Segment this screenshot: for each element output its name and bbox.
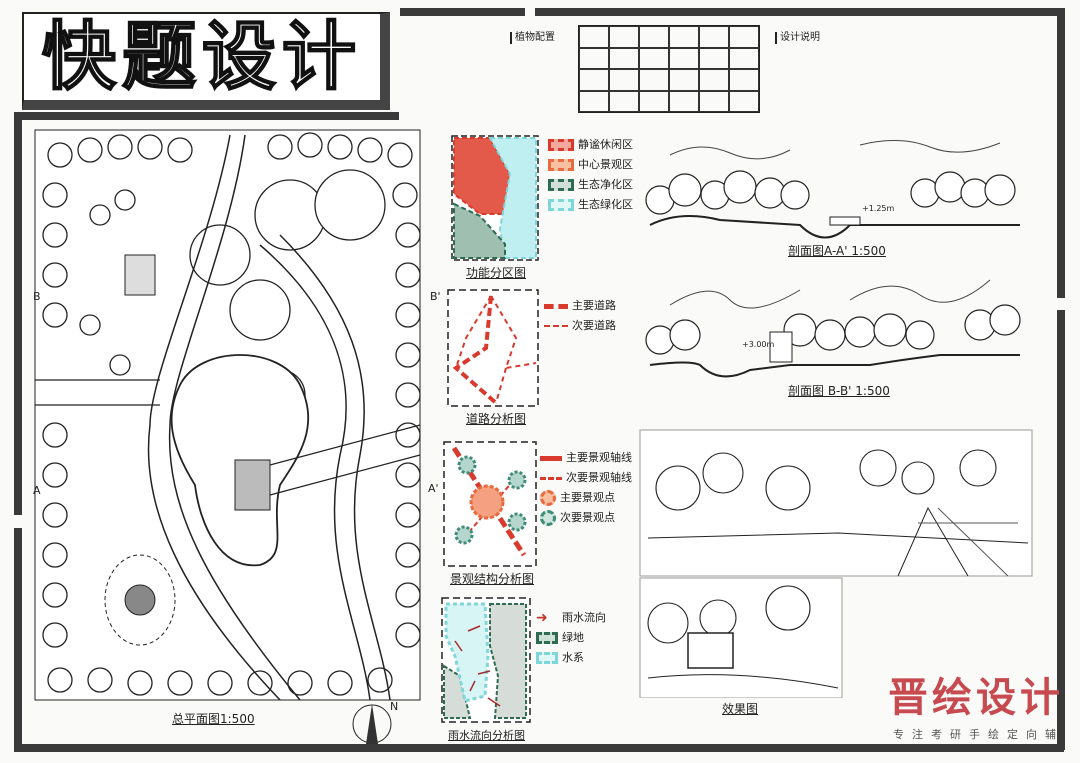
function-zoning-legend: 静谧休闲区 中心景观区 生态净化区 生态绿化区 — [548, 135, 633, 215]
legend-label: 静谧休闲区 — [578, 138, 633, 152]
landscape-structure-legend: 主要景观轴线 次要景观轴线 主要景观点 次要景观点 — [540, 448, 632, 528]
watermark-slogan: 专注考研手绘定向辅 — [893, 728, 1064, 741]
section-a-caption: 剖面图A-A' 1:500 — [788, 244, 886, 258]
road-analysis-legend: 主要道路 次要道路 — [544, 296, 616, 336]
design-notes-label: 设计说明 — [775, 32, 820, 44]
primary-node-swatch — [540, 490, 556, 506]
legend-item: 生态绿化区 — [548, 195, 633, 215]
legend-item: 绿地 — [536, 628, 606, 648]
legend-item: 次要景观轴线 — [540, 468, 632, 488]
watermark-brand: 晋绘设计 — [888, 675, 1064, 721]
section-a-elevation: +1.25m — [862, 204, 895, 213]
legend-label: 生态净化区 — [578, 178, 633, 192]
legend-swatch — [548, 199, 574, 211]
legend-label: 生态绿化区 — [578, 198, 633, 212]
sheet-title: 快题设计 — [22, 12, 390, 110]
legend-label: 主要景观点 — [560, 491, 615, 505]
legend-swatch — [548, 179, 574, 191]
legend-item: 主要景观轴线 — [540, 448, 632, 468]
frame-right — [1057, 8, 1065, 298]
frame-right — [1057, 310, 1065, 750]
title-lettering: 快题设计 — [41, 14, 362, 100]
section-b-elevation: +3.00m — [742, 340, 775, 349]
landscape-structure-caption: 景观结构分析图 — [450, 572, 535, 586]
legend-item: 主要道路 — [544, 296, 616, 316]
legend-item: 生态净化区 — [548, 175, 633, 195]
marker-a: A — [33, 484, 41, 497]
legend-label: 中心景观区 — [578, 158, 633, 172]
legend-item: 中心景观区 — [548, 155, 633, 175]
function-zoning-diagram — [451, 135, 539, 261]
legend-item: 静谧休闲区 — [548, 135, 633, 155]
marker-b: B — [33, 290, 41, 303]
primary-axis-swatch — [540, 455, 562, 461]
legend-swatch — [536, 652, 558, 664]
frame-top — [14, 112, 399, 120]
legend-item: ➜ 雨水流向 — [536, 608, 606, 628]
secondary-road-swatch — [544, 325, 568, 327]
perspective-caption: 效果图 — [722, 702, 759, 716]
primary-road-swatch — [544, 303, 568, 309]
frame-left — [14, 528, 22, 750]
legend-swatch — [536, 632, 558, 644]
legend-swatch — [548, 139, 574, 151]
section-b-caption: 剖面图 B-B' 1:500 — [788, 384, 890, 398]
legend-label: 次要景观轴线 — [566, 471, 632, 485]
legend-label: 主要景观轴线 — [566, 451, 632, 465]
legend-label: 绿地 — [562, 631, 584, 645]
frame-bottom — [14, 744, 1064, 752]
road-analysis-caption: 道路分析图 — [466, 412, 527, 426]
legend-item: 主要景观点 — [540, 488, 632, 508]
legend-swatch — [548, 159, 574, 171]
section-a-drawing — [645, 139, 1020, 239]
frame-top — [535, 8, 1060, 16]
arrow-right-icon: ➜ — [536, 609, 548, 626]
legend-label: 水系 — [562, 651, 584, 665]
north-label: N — [390, 700, 399, 713]
legend-label: 主要道路 — [572, 299, 616, 313]
legend-label: 次要景观点 — [560, 511, 615, 525]
marker-b-prime: B' — [430, 290, 441, 303]
landscape-structure-diagram — [443, 441, 537, 567]
marker-a-prime: A' — [428, 482, 439, 495]
secondary-axis-swatch — [540, 476, 562, 480]
perspective-drawing — [639, 429, 1033, 698]
road-analysis-diagram — [447, 289, 539, 407]
section-b-drawing — [645, 279, 1021, 378]
rainwater-legend: ➜ 雨水流向 绿地 水系 — [536, 608, 606, 668]
legend-label: 雨水流向 — [562, 611, 606, 625]
function-zoning-caption: 功能分区图 — [466, 266, 527, 280]
legend-label: 次要道路 — [572, 319, 616, 333]
rainwater-diagram — [441, 597, 531, 723]
legend-item: 次要道路 — [544, 316, 616, 336]
frame-left — [14, 115, 22, 515]
secondary-node-swatch — [540, 510, 556, 526]
frame-top — [400, 8, 525, 16]
plant-config-table — [578, 25, 760, 113]
master-plan-drawing — [34, 129, 421, 701]
plant-config-label: 植物配置 — [510, 32, 555, 44]
rainwater-caption: 雨水流向分析图 — [448, 729, 525, 742]
legend-item: 次要景观点 — [540, 508, 632, 528]
legend-item: 水系 — [536, 648, 606, 668]
plan-caption: 总平面图1:500 — [172, 712, 255, 726]
north-arrow-icon — [352, 704, 392, 744]
